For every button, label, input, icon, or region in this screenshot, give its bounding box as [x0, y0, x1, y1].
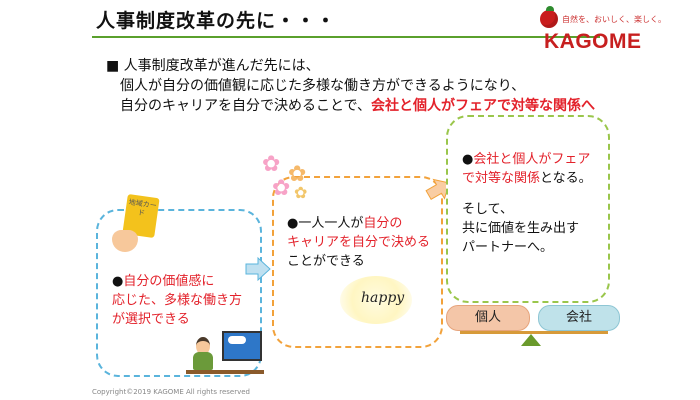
scale-icon [521, 334, 541, 346]
flower-icon: ✿ [288, 162, 307, 187]
flower-icon: ✿ [262, 152, 281, 177]
box2-red-2: キャリアを自分で決める [287, 235, 431, 250]
copyright-footer: Copyright©2019 KAGOME All rights reserve… [92, 388, 250, 396]
box1-line-2: 応じた、多様な働き方 [112, 293, 243, 308]
box2-red-1: 自分の [363, 216, 403, 231]
box2-line-1: ●一人一人が自分の [287, 214, 437, 233]
box1-bullet: ● [112, 274, 124, 289]
box1-red-text: 自分の価値感に [123, 274, 215, 289]
intro-line-3-accent: 会社と個人がフェアで対等な関係へ [371, 98, 596, 114]
page-title: 人事制度改革の先に・・・ [96, 10, 337, 32]
box2-line-3: ことができる [287, 254, 365, 269]
box2-bullet: ●一人一人が [287, 216, 364, 231]
scale-bar [460, 331, 608, 334]
box3-line-2: で対等な関係となる。 [462, 169, 602, 188]
box1-line-3: が選択できる [112, 312, 190, 327]
box3-suffix-2: となる。 [540, 171, 592, 186]
desk [186, 370, 264, 374]
box1-line-1: ●自分の価値感に [112, 272, 254, 291]
intro-line-3: 自分のキャリアを自分で決めることで、会社と個人がフェアで対等な関係へ [106, 96, 595, 116]
hand-icon [112, 230, 138, 252]
logo-brand: KAGOME [544, 30, 642, 53]
flower-icon: ✿ [294, 183, 308, 202]
box3-line-5: 共に価値を生み出す [462, 221, 580, 236]
arrow-right-icon [245, 256, 271, 282]
box3-red-2: で対等な関係 [462, 171, 541, 186]
cloud-icon [228, 336, 246, 344]
happy-label: happy [361, 290, 405, 306]
leaf-icon [546, 6, 554, 11]
tomato-icon [540, 10, 558, 28]
box3-line-1: ●会社と個人がフェア [462, 150, 602, 169]
box3-red-1: 会社と個人がフェア [473, 152, 591, 167]
flower-icon: ✿ [272, 176, 291, 201]
intro-line-2: 個人が自分の価値観に応じた多様な働き方ができるようになり、 [120, 78, 526, 94]
box3-text: ●会社と個人がフェア で対等な関係となる。 そして、 共に価値を生み出す パート… [462, 150, 602, 257]
happy-badge-icon [340, 276, 412, 324]
box3-spacer [462, 188, 602, 200]
intro-line-3-prefix: 自分のキャリアを自分で決めることで、 [120, 98, 372, 114]
logo-tagline: 自然を、おいしく、楽しく。 [562, 15, 666, 24]
box3-line-4: そして、 [462, 202, 513, 217]
scale-company-label: 会社 [538, 305, 620, 331]
box-partnership [446, 115, 610, 303]
box-career [272, 176, 443, 348]
box1-text: ●自分の価値感に 応じた、多様な働き方 が選択できる [112, 272, 254, 329]
scale-individual-label: 個人 [446, 305, 530, 331]
box3-line-6: パートナーへ。 [462, 240, 554, 255]
card-label: 地域カード [128, 198, 158, 218]
intro-text: ■ 人事制度改革が進んだ先には、 個人が自分の価値観に応じた多様な働き方ができる… [106, 56, 595, 116]
box3-bullet: ● [462, 152, 474, 167]
person-body [193, 352, 213, 370]
person-icon [196, 337, 210, 355]
kagome-logo: 自然を、おいしく、楽しく。 KAGOME [528, 6, 678, 62]
intro-line-1: ■ 人事制度改革が進んだ先には、 [106, 58, 320, 74]
title-underline [92, 36, 600, 38]
box2-text: ●一人一人が自分の キャリアを自分で決める ことができる [287, 214, 437, 271]
